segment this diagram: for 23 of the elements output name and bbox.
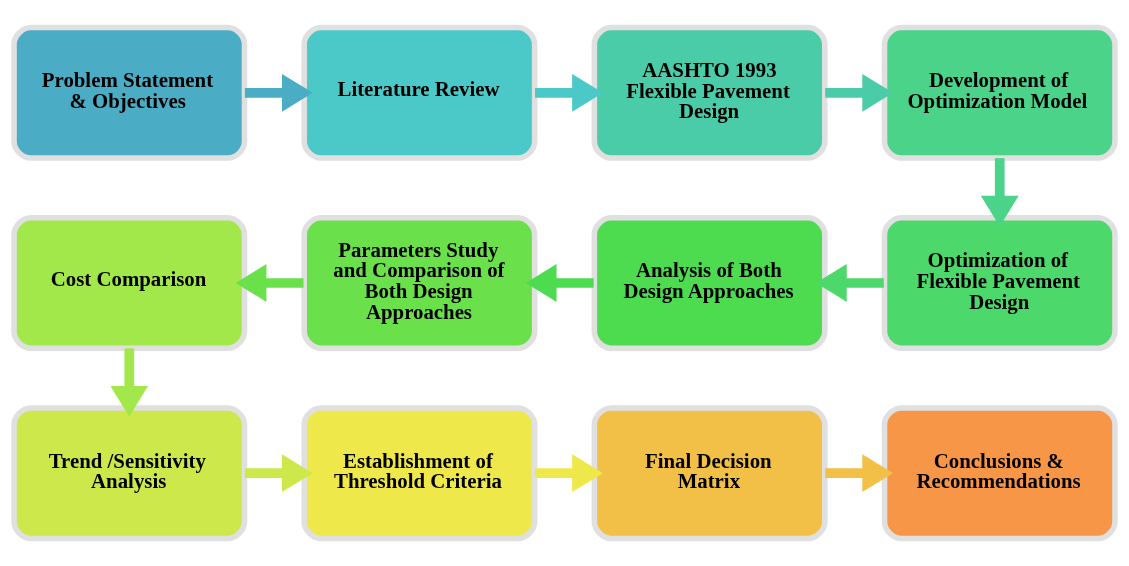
- arrow: [525, 264, 594, 302]
- node-box: Final Decision Matrix: [591, 405, 828, 542]
- node-box: AASHTO 1993 Flexible Pavement Design: [591, 24, 828, 161]
- arrow: [825, 73, 894, 112]
- arrow: [535, 454, 603, 493]
- arrow: [235, 264, 304, 302]
- arrow: [244, 73, 313, 112]
- node-box: Optimization of Flexible Pavement Design: [881, 214, 1118, 352]
- arrow: [825, 454, 894, 493]
- node-box: Literature Review: [301, 24, 538, 161]
- arrow: [535, 73, 603, 112]
- node-box: Conclusions & Recommendations: [881, 405, 1118, 542]
- node-box: Cost Comparison: [11, 214, 248, 352]
- node-box: Analysis of Both Design Approaches: [591, 214, 828, 352]
- node-box: Development of Optimization Model: [881, 24, 1118, 161]
- arrow: [980, 158, 1019, 227]
- arrow: [815, 264, 884, 302]
- arrow: [110, 348, 149, 417]
- node-box: Problem Statement & Objectives: [11, 24, 248, 161]
- node-box: Parameters Study and Comparison of Both Design Approaches: [301, 214, 538, 352]
- node-box: Trend /Sensitivity Analysis: [11, 405, 248, 542]
- arrow: [244, 454, 313, 493]
- node-box: Establishment of Threshold Criteria: [301, 405, 538, 542]
